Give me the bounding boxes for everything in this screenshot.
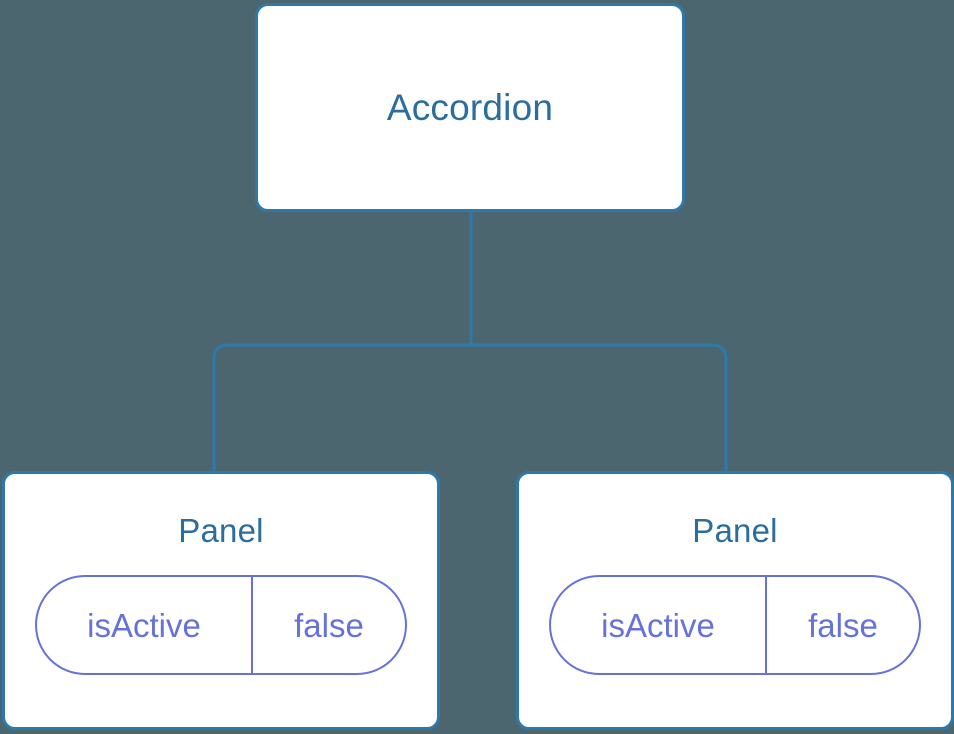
prop-pill-is-active-right[interactable]: isActive false — [549, 575, 921, 675]
prop-value-is-active-right: false — [808, 606, 878, 644]
node-accordion-title: Accordion — [386, 87, 554, 128]
edge-to-panel-right — [471, 343, 728, 474]
node-panel-left[interactable]: Panel isActive false — [2, 471, 440, 730]
prop-value-is-active-left: false — [294, 606, 364, 644]
node-panel-left-title: Panel — [178, 512, 264, 549]
prop-key-is-active-left: isActive — [37, 577, 253, 673]
prop-key-is-active-right: isActive — [551, 577, 767, 673]
node-panel-right-title: Panel — [692, 512, 778, 549]
node-panel-right[interactable]: Panel isActive false — [516, 471, 954, 730]
edge-to-panel-left — [212, 343, 471, 474]
node-accordion[interactable]: Accordion — [255, 3, 685, 212]
prop-pill-is-active-left[interactable]: isActive false — [35, 575, 407, 675]
